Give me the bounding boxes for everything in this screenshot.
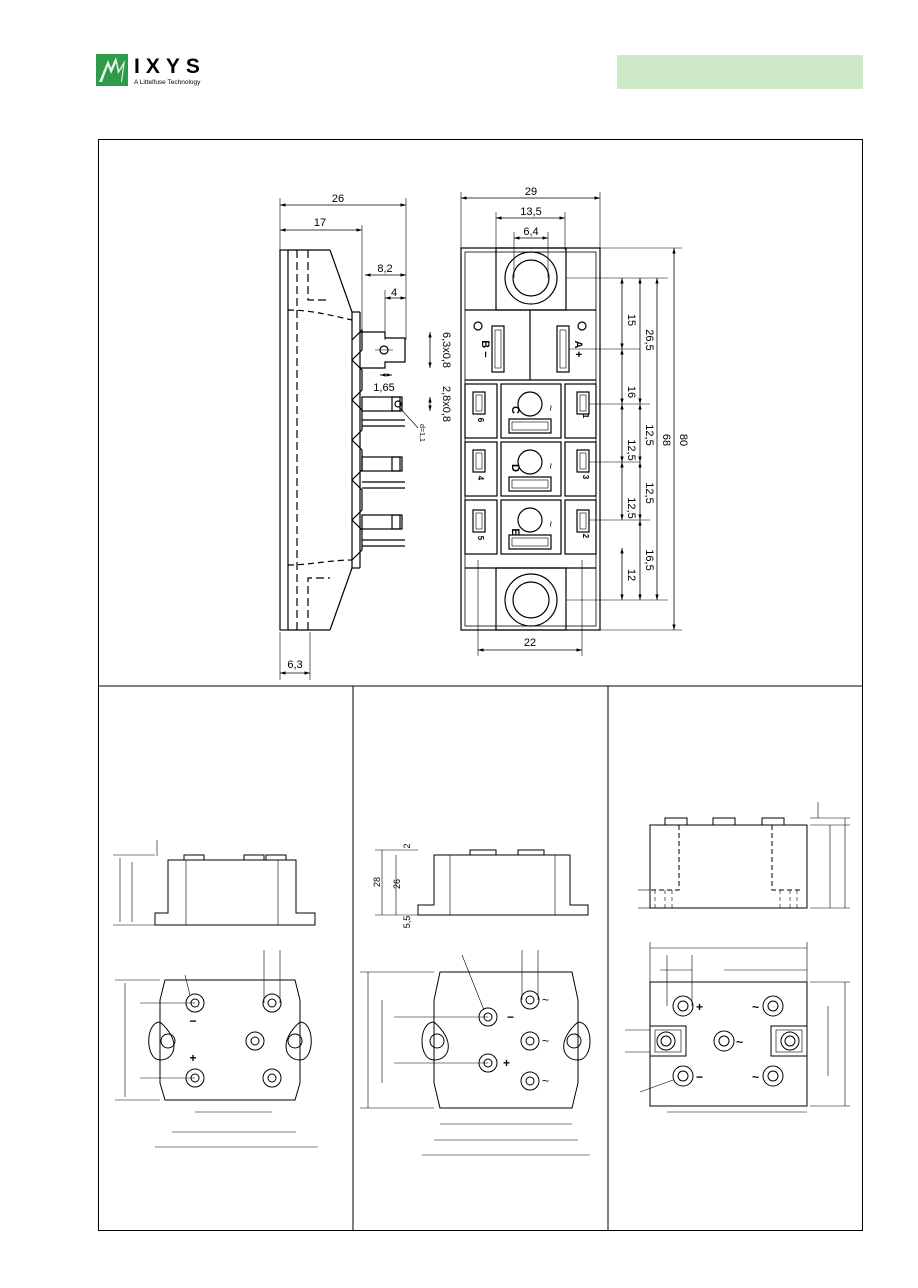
p2-dim-5-5: 5,5 xyxy=(402,916,412,929)
terminal-d: D xyxy=(509,464,521,472)
dim-13-5: 13,5 xyxy=(520,206,541,218)
dim-26: 26 xyxy=(332,193,344,205)
panel-2-labels: 2 28 26 5,5 − + ~ ~ ~ xyxy=(372,843,549,1088)
p3-plus: + xyxy=(696,1000,703,1014)
p2-plus: + xyxy=(503,1056,510,1070)
panel-3-drawing xyxy=(625,802,850,1113)
panel-1-drawing xyxy=(113,840,318,1148)
brand-name: IXYS xyxy=(134,55,206,78)
terminal-a-plus: A + xyxy=(572,340,584,357)
p1-plus: + xyxy=(189,1051,196,1065)
brand-tagline: A Littelfuse Technology xyxy=(134,79,201,86)
dim-16: 16 xyxy=(625,386,637,398)
ac-e: ~ xyxy=(544,521,556,527)
p2-ac-3: ~ xyxy=(542,1074,549,1088)
dim-6-3: 6,3 xyxy=(287,659,302,671)
pin-6: 6 xyxy=(476,418,485,423)
p2-dim-28: 28 xyxy=(372,877,382,887)
terminal-e: E xyxy=(509,528,521,535)
top-view xyxy=(460,192,682,656)
dim-17: 17 xyxy=(314,217,326,229)
dim-16-5: 16,5 xyxy=(643,549,655,570)
dim-12-5-c: 12,5 xyxy=(643,482,655,503)
side-view-labels: 26 17 8,2 4 6,3x0,8 1,65 2,8x0,8 d=1,1 6… xyxy=(287,193,452,671)
p3-ac-3: ~ xyxy=(752,1070,759,1084)
dim-15: 15 xyxy=(625,314,637,326)
page-header: IXYS A Littelfuse Technology xyxy=(0,0,918,110)
dim-12: 12 xyxy=(625,569,637,581)
pin-5: 5 xyxy=(476,536,485,541)
dim-12-5-a: 12,5 xyxy=(643,424,655,445)
terminal-c: C xyxy=(509,406,521,414)
dim-hole: d=1,1 xyxy=(418,424,425,442)
top-view-labels: 29 13,5 6,4 22 15 26,5 16 12,5 12,5 12,5… xyxy=(476,186,689,649)
ac-c: ~ xyxy=(544,405,556,411)
ac-d: ~ xyxy=(544,463,556,469)
p3-ac-2: ~ xyxy=(736,1035,743,1049)
ixys-logo-icon xyxy=(96,54,128,86)
drawing-frame xyxy=(98,139,863,1231)
dim-4: 4 xyxy=(391,287,397,299)
dim-12-5-b: 12,5 xyxy=(625,439,637,460)
p2-dim-26: 26 xyxy=(392,879,402,889)
p2-ac-2: ~ xyxy=(542,1034,549,1048)
terminal-b-minus: B − xyxy=(479,340,491,357)
dim-tab-small: 2,8x0,8 xyxy=(440,386,452,422)
pin-4: 4 xyxy=(476,476,485,481)
dim-68: 68 xyxy=(660,434,672,446)
pin-1: 1 xyxy=(581,414,590,419)
p2-minus: − xyxy=(507,1010,514,1024)
p3-ac-1: ~ xyxy=(752,1000,759,1014)
dim-22: 22 xyxy=(524,637,536,649)
p2-ac-1: ~ xyxy=(542,993,549,1007)
dim-12-5-d: 12,5 xyxy=(625,497,637,518)
pin-2: 2 xyxy=(581,534,590,539)
dim-6-4: 6,4 xyxy=(523,226,538,238)
p2-dim-2: 2 xyxy=(402,843,412,848)
dim-8-2: 8,2 xyxy=(377,263,392,275)
panel-1-labels: − + xyxy=(189,1014,196,1065)
dim-26-5: 26,5 xyxy=(643,329,655,350)
panel-3-labels: + − ~ ~ ~ xyxy=(696,1000,759,1084)
dim-1-65: 1,65 xyxy=(373,382,394,394)
p1-minus: − xyxy=(189,1014,196,1028)
dim-tab-main: 6,3x0,8 xyxy=(440,332,452,368)
panel-2-drawing xyxy=(360,849,591,1156)
side-view xyxy=(279,198,432,680)
pin-3: 3 xyxy=(581,475,590,480)
header-banner xyxy=(617,55,863,89)
dim-80: 80 xyxy=(677,434,689,446)
p3-minus: − xyxy=(696,1070,703,1084)
dim-29: 29 xyxy=(525,186,537,198)
